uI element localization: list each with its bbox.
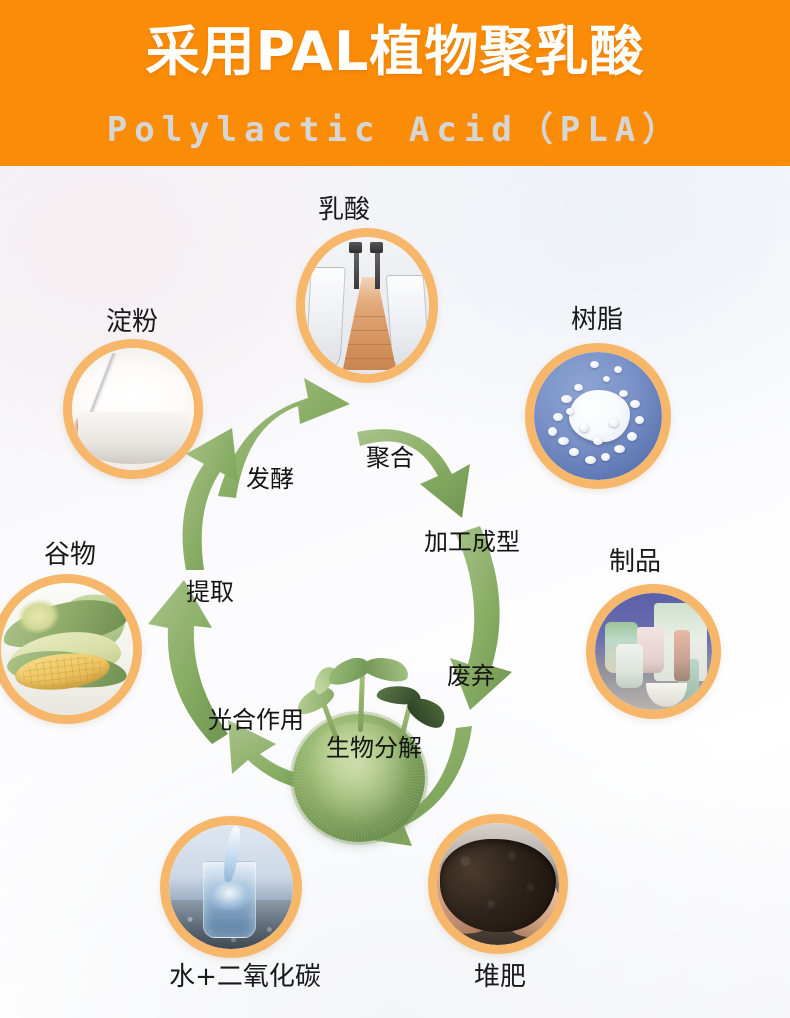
node-image-grain — [0, 574, 142, 724]
header-banner: 采用PAL植物聚乳酸 Polylactic Acid（PLA） — [0, 0, 790, 166]
seedling-leaf — [360, 652, 412, 686]
node-label-compost: 堆肥 — [473, 962, 526, 992]
arrow-photosynthesis — [148, 580, 228, 744]
step-label-photosynthesis: 光合作用 — [208, 706, 304, 734]
arrow-extraction — [182, 428, 238, 570]
pla-lifecycle-diagram: 乳酸 淀粉 树 — [0, 166, 790, 1018]
step-label-polymerization: 聚合 — [366, 444, 414, 472]
node-label-grain: 谷物 — [43, 540, 96, 570]
node-image-water-co2 — [160, 816, 302, 958]
step-label-processing: 加工成型 — [424, 528, 520, 556]
arrow-fermentation — [218, 378, 350, 498]
moss-ball — [290, 711, 428, 845]
node-image-lactic-acid — [296, 228, 438, 383]
node-image-starch — [63, 339, 203, 479]
node-label-products: 制品 — [608, 547, 661, 577]
page-title: 采用PAL植物聚乳酸 — [145, 20, 645, 83]
node-image-products — [586, 584, 721, 719]
center-plant-image — [255, 652, 475, 846]
page-subtitle: Polylactic Acid（PLA） — [106, 110, 684, 150]
node-image-resin — [525, 343, 671, 489]
node-label-lactic-acid: 乳酸 — [317, 195, 370, 225]
arrow-processing — [450, 526, 512, 710]
step-label-extraction: 提取 — [186, 578, 234, 606]
node-label-water-co2: 水+二氧化碳 — [169, 962, 321, 992]
arrow-polymerization — [357, 429, 470, 518]
cycle-arrows — [148, 378, 512, 846]
arrow-biodegradation — [228, 720, 364, 792]
step-label-fermentation: 发酵 — [246, 465, 294, 493]
node-image-compost — [428, 814, 568, 954]
step-label-disposal: 废弃 — [447, 662, 495, 690]
node-label-resin: 树脂 — [570, 305, 623, 335]
node-label-starch: 淀粉 — [105, 307, 158, 337]
step-label-biodegradation: 生物分解 — [326, 734, 422, 762]
